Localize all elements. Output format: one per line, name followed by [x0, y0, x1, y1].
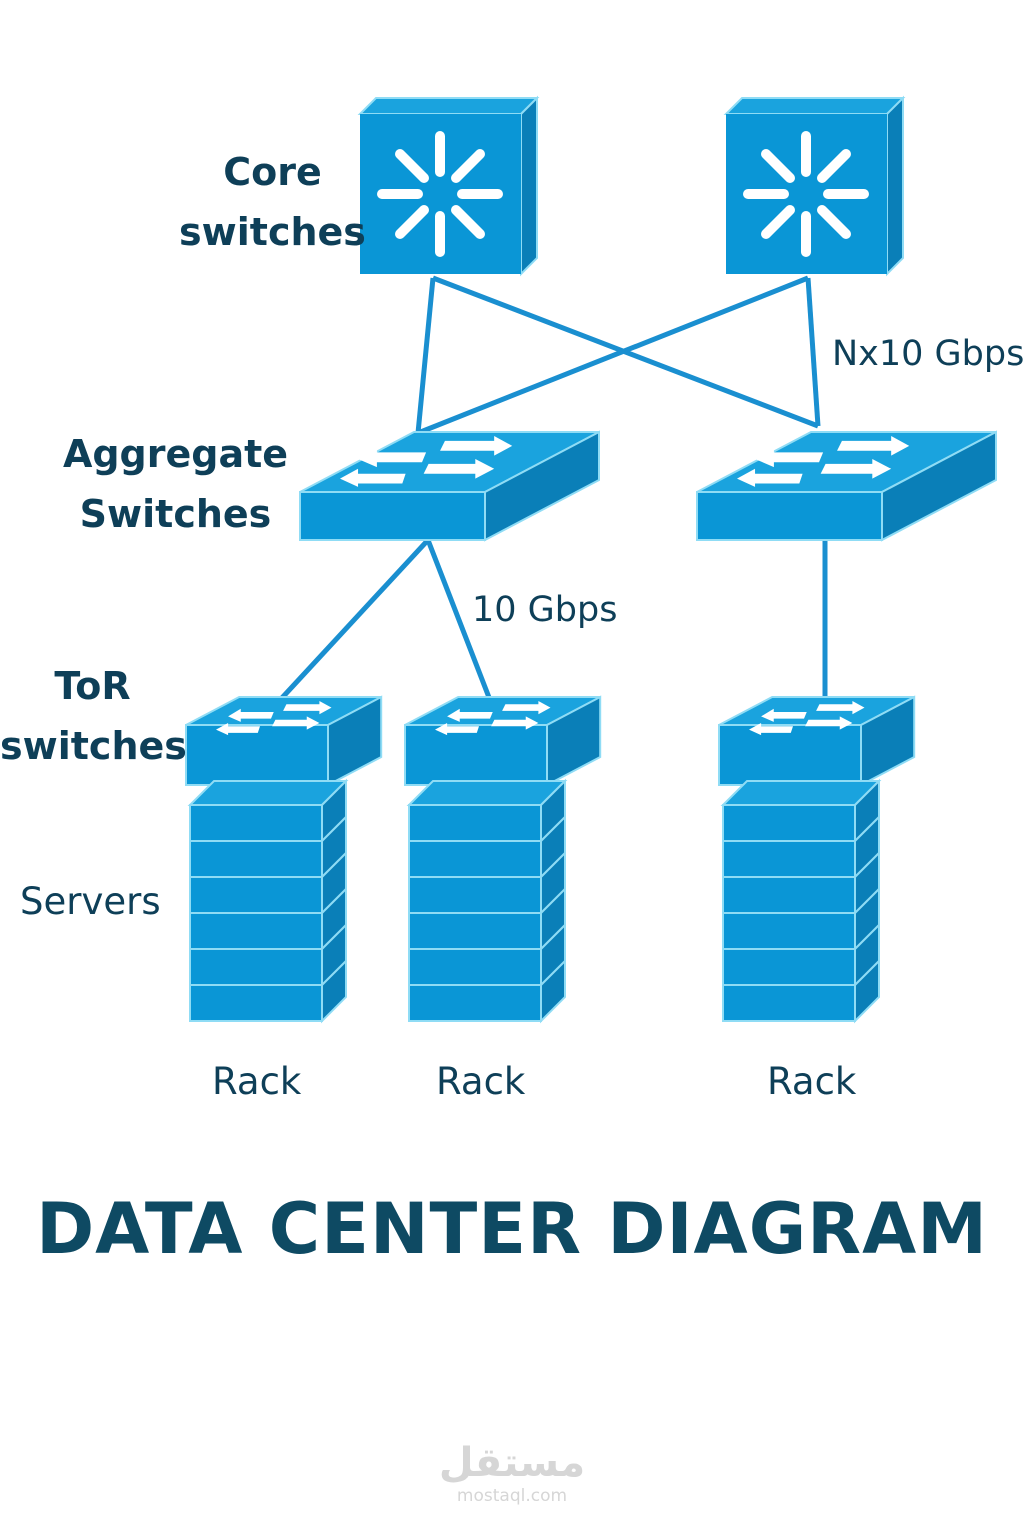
- aggregate-label-line2: Switches: [79, 492, 272, 536]
- switch-arrows-icon: [340, 436, 513, 487]
- server-unit-front: [722, 948, 856, 986]
- link-core1-agg1: [415, 277, 436, 434]
- server-unit-front: [408, 804, 542, 842]
- core-switch-2: [723, 95, 906, 277]
- links: [278, 275, 828, 702]
- aggregate-link-speed-label: 10 Gbps: [472, 590, 618, 630]
- core-label-line2: switches: [179, 210, 366, 254]
- server-unit: [722, 814, 880, 880]
- tor-label-line2: switches: [0, 724, 187, 768]
- tor-switch: [718, 695, 916, 787]
- server-stack-top: [406, 780, 568, 806]
- link-core2-agg1: [417, 275, 809, 436]
- switch-front: [185, 724, 329, 786]
- rack-label-2: Rack: [436, 1060, 526, 1103]
- server-unit-front: [408, 840, 542, 878]
- server-unit: [408, 778, 566, 844]
- servers-label: Servers: [20, 880, 161, 923]
- arrow-icon: [358, 447, 427, 468]
- arrow-icon: [491, 716, 539, 730]
- server-unit: [408, 814, 566, 880]
- server-unit-front: [189, 840, 323, 878]
- server-unit-front: [408, 912, 542, 950]
- core-link-speed-label: Nx10 Gbps: [832, 334, 1024, 374]
- aggregate-switches-label: Aggregate Switches: [58, 424, 293, 544]
- core-switches-label: Core switches: [160, 142, 385, 262]
- server-unit: [722, 922, 880, 988]
- server-stack: [720, 778, 882, 1024]
- arrow-icon: [423, 458, 495, 479]
- watermark-site: mostaql.com: [456, 1486, 568, 1506]
- server-stack: [406, 778, 568, 1024]
- arrow-icon: [805, 716, 853, 730]
- server-unit-front: [408, 948, 542, 986]
- core-switch-1: [357, 95, 540, 277]
- tor-label-line1: ToR: [54, 664, 131, 708]
- link-core2-agg2: [805, 277, 821, 427]
- rack-3: [718, 695, 916, 1024]
- rack-label-3: Rack: [767, 1060, 857, 1103]
- server-unit: [722, 886, 880, 952]
- server-unit-front: [189, 948, 323, 986]
- arrow-icon: [272, 716, 320, 730]
- aggregate-label-line1: Aggregate: [62, 432, 289, 476]
- switch-glyph: [737, 436, 910, 487]
- server-unit: [408, 886, 566, 952]
- server-unit-front: [189, 876, 323, 914]
- server-unit: [722, 958, 880, 1024]
- switch-front: [696, 491, 883, 541]
- link-agg1-tor2: [425, 539, 493, 701]
- server-unit-front: [722, 912, 856, 950]
- server-unit-front: [189, 912, 323, 950]
- diagram-title: DATA CENTER DIAGRAM: [36, 1188, 988, 1270]
- rack-1: [185, 695, 383, 1024]
- switch-arrows-icon: [749, 701, 865, 736]
- server-unit-front: [408, 984, 542, 1022]
- switch-glyph: [749, 701, 865, 736]
- server-unit-front: [722, 804, 856, 842]
- arrow-icon: [761, 708, 807, 722]
- server-unit-front: [722, 984, 856, 1022]
- server-unit-front: [189, 804, 323, 842]
- switch-front: [718, 724, 862, 786]
- server-stack-top: [720, 780, 882, 806]
- server-unit: [189, 958, 347, 1024]
- core-label-line1: Core: [223, 150, 322, 194]
- aggregate-switch-2: [696, 430, 997, 542]
- server-unit-front: [189, 984, 323, 1022]
- link-agg1-tor1: [278, 538, 430, 702]
- server-stack: [187, 778, 349, 1024]
- rack-label-1: Rack: [212, 1060, 302, 1103]
- core-switch-icon: [377, 131, 503, 257]
- arrow-icon: [228, 708, 274, 722]
- server-unit: [408, 958, 566, 1024]
- switch-arrows-icon: [737, 436, 910, 487]
- switch-glyph: [340, 436, 513, 487]
- server-unit-front: [722, 840, 856, 878]
- server-unit-front: [722, 876, 856, 914]
- arrow-icon: [340, 468, 406, 487]
- server-unit: [189, 814, 347, 880]
- tor-switches-label: ToR switches: [0, 656, 187, 776]
- arrow-icon: [749, 723, 793, 736]
- arrow-icon: [820, 458, 892, 479]
- switch-front: [404, 724, 548, 786]
- watermark-arabic: مستقل: [438, 1440, 586, 1486]
- switch-front: [299, 491, 486, 541]
- tor-switch: [185, 695, 383, 787]
- tor-switch: [404, 695, 602, 787]
- core-switch-icon: [743, 131, 869, 257]
- server-unit: [408, 922, 566, 988]
- arrow-icon: [755, 447, 824, 468]
- arrow-icon: [737, 468, 803, 487]
- server-stack-top: [187, 780, 349, 806]
- aggregate-switch-1: [299, 430, 600, 542]
- rack-2: [404, 695, 602, 1024]
- arrow-icon: [216, 723, 260, 736]
- arrow-icon: [447, 708, 493, 722]
- server-unit-front: [408, 876, 542, 914]
- arrow-icon: [435, 723, 479, 736]
